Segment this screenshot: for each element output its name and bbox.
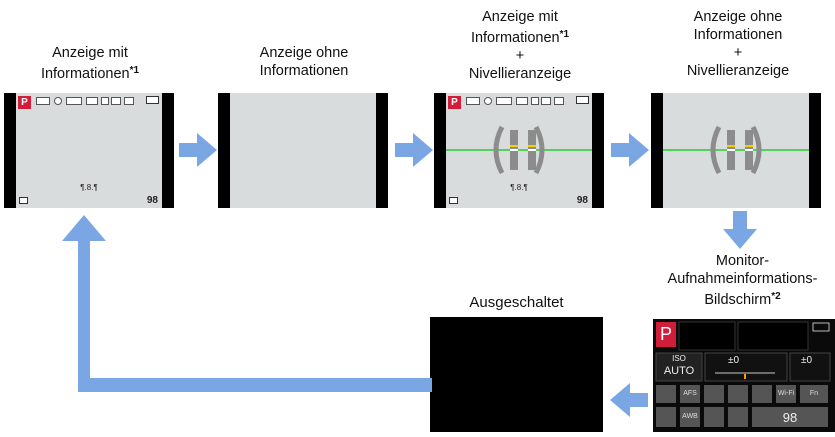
caption-line: Informationen bbox=[259, 63, 349, 79]
caption-line: Anzeige mit bbox=[52, 45, 128, 61]
mode-badge: P bbox=[448, 96, 461, 109]
mode-badge: P bbox=[18, 96, 31, 109]
monitor-info-screen: P ISO AUTO ±0 ±0 AFS Wi-Fi Fn AWB 98 bbox=[653, 319, 835, 432]
lcd-area bbox=[663, 93, 809, 208]
flash-compensation: ±0 bbox=[801, 355, 813, 366]
arrow-right-icon bbox=[611, 133, 649, 167]
exposure-compensation: ±0 bbox=[728, 355, 740, 366]
caption-line: Anzeige ohne bbox=[693, 9, 783, 25]
top-status-icons bbox=[16, 93, 162, 111]
metering-icon bbox=[124, 97, 134, 105]
level-gauge bbox=[446, 125, 592, 175]
level-guide-text: ¶.8.¶ bbox=[80, 183, 98, 192]
quality-icon bbox=[101, 97, 109, 105]
caption-monitor-info-screen: Monitor- Aufnahmeinformations- Bildschir… bbox=[650, 252, 835, 309]
camera-icon bbox=[19, 197, 28, 204]
caption-line: Informationen bbox=[693, 27, 783, 43]
iso-value: AUTO bbox=[663, 365, 695, 377]
screen-no-info-and-level bbox=[651, 93, 821, 208]
camera-icon bbox=[449, 197, 458, 204]
caption-off: Ausgeschaltet bbox=[469, 294, 564, 311]
caption-line: Monitor- bbox=[715, 253, 770, 269]
caption-line: Nivellieranzeige bbox=[468, 66, 572, 82]
caption-no-info-and-level: Anzeige ohne Informationen + Nivellieran… bbox=[648, 8, 828, 80]
af-mode: AFS bbox=[683, 390, 697, 397]
arrow-left-icon bbox=[610, 383, 648, 417]
caption-text: Informationen bbox=[470, 30, 560, 46]
iso-label: ISO bbox=[672, 354, 686, 363]
caption-line: Anzeige ohne bbox=[259, 45, 349, 61]
arrow-right-icon bbox=[395, 133, 433, 167]
size-icon bbox=[516, 97, 528, 105]
caption-line: Aufnahmeinformations- bbox=[667, 271, 818, 287]
caption-text: Informationen bbox=[40, 66, 130, 82]
aspect-icon bbox=[66, 97, 82, 105]
photo-style-icon bbox=[466, 97, 480, 105]
footnote-mark: *2 bbox=[771, 291, 781, 302]
screen-with-info: P ¶.8.¶ 98 bbox=[4, 93, 174, 208]
return-arrow-icon bbox=[62, 215, 432, 392]
battery-icon bbox=[146, 96, 159, 104]
stabilizer-icon bbox=[484, 97, 492, 105]
arrow-right-icon bbox=[179, 133, 217, 167]
screen-off bbox=[430, 317, 603, 432]
caption-text: Bildschirm bbox=[704, 292, 772, 308]
caption-info-and-level: Anzeige mit Informationen*1 + Nivelliera… bbox=[430, 8, 610, 83]
top-status-icons bbox=[446, 93, 592, 111]
caption-line: + bbox=[733, 45, 743, 61]
level-gauge bbox=[663, 125, 809, 175]
size-icon bbox=[86, 97, 98, 105]
aspect-icon bbox=[496, 97, 512, 105]
af-icon bbox=[111, 97, 121, 105]
fn-button: Fn bbox=[809, 390, 819, 397]
wifi-button: Wi-Fi bbox=[777, 390, 795, 397]
monitor-mode-badge: P bbox=[659, 324, 672, 344]
remaining-shots: 98 bbox=[576, 195, 588, 206]
metering-icon bbox=[554, 97, 564, 105]
screen-without-info bbox=[218, 93, 388, 208]
caption-line: + bbox=[515, 48, 525, 64]
caption-line: Bildschirm*2 bbox=[650, 288, 835, 309]
caption-line: Informationen*1 bbox=[0, 62, 180, 83]
remaining-shots: 98 bbox=[146, 195, 158, 206]
monitor-info-graphic bbox=[653, 319, 835, 432]
caption-line: Nivellieranzeige bbox=[686, 63, 790, 79]
arrow-down-icon bbox=[723, 211, 757, 249]
white-balance: AWB bbox=[682, 413, 698, 420]
caption-display-with-info-1: Anzeige mit Informationen*1 bbox=[0, 44, 180, 83]
screen-info-and-level: P ¶.8.¶ 98 bbox=[434, 93, 604, 208]
lcd-area bbox=[230, 93, 376, 208]
battery-icon bbox=[576, 96, 589, 104]
footnote-mark: *1 bbox=[129, 65, 140, 76]
caption-line: Anzeige mit bbox=[482, 9, 558, 25]
af-icon bbox=[541, 97, 551, 105]
monitor-remaining-shots: 98 bbox=[782, 410, 798, 425]
photo-style-icon bbox=[36, 97, 50, 105]
caption-line: Informationen*1 bbox=[430, 26, 610, 47]
stabilizer-icon bbox=[54, 97, 62, 105]
quality-icon bbox=[531, 97, 539, 105]
lcd-area: P ¶.8.¶ 98 bbox=[446, 93, 592, 208]
caption-display-without-info: Anzeige ohne Informationen bbox=[214, 44, 394, 80]
level-guide-text: ¶.8.¶ bbox=[510, 183, 528, 192]
lcd-area: P ¶.8.¶ 98 bbox=[16, 93, 162, 208]
footnote-mark: *1 bbox=[559, 29, 570, 40]
